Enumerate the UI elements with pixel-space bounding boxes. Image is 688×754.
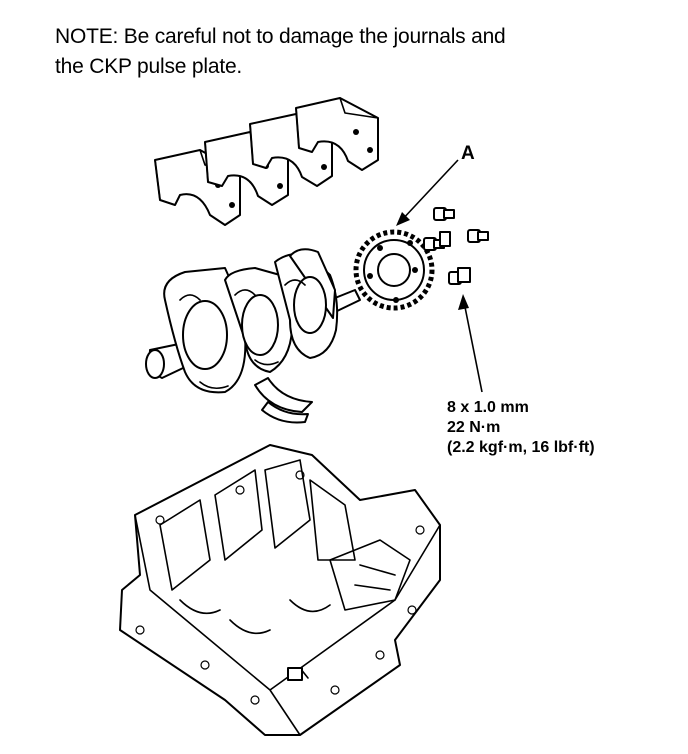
bolt-spec-leader [458, 294, 483, 393]
engine-block [119, 444, 441, 736]
bearing-cap-4 [295, 97, 379, 171]
bolt-spec: 8 x 1.0 mm 22 N·m (2.2 kgf·m, 16 lbf·ft) [447, 398, 595, 458]
bolt-4 [448, 267, 471, 285]
bolt-2 [423, 231, 451, 251]
note-line-2: the CKP pulse plate. [55, 55, 243, 78]
bolts [423, 207, 489, 285]
bearing-caps [154, 97, 379, 226]
crankshaft [145, 248, 361, 394]
callout-a-leader [396, 159, 459, 226]
note-text: NOTE: Be careful not to damage the journ… [55, 22, 675, 82]
note-line-1: NOTE: Be careful not to damage the journ… [55, 25, 506, 48]
thrust-washer [254, 377, 313, 424]
bolt-spec-torque-nm: 22 N·m [447, 419, 501, 436]
bolt-spec-size: 8 x 1.0 mm [447, 399, 529, 416]
bolt-spec-torque-alt: (2.2 kgf·m, 16 lbf·ft) [447, 439, 595, 456]
ckp-pulse-plate [353, 229, 435, 311]
bolt-1 [433, 207, 455, 221]
bolt-3 [467, 229, 489, 243]
callout-label-a: A [461, 143, 475, 164]
